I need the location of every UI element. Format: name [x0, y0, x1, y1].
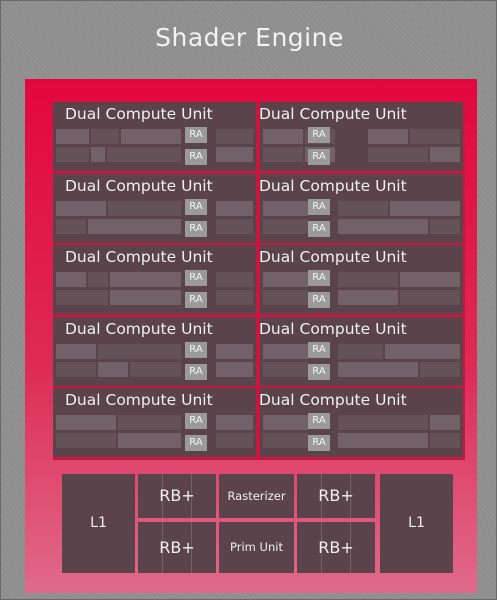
dual-compute-unit: Dual Compute Unit RA RA [53, 317, 256, 386]
cu-strip [56, 147, 253, 162]
dual-compute-unit: Dual Compute Unit RA RA [53, 102, 256, 171]
diagram-title: Shader Engine [155, 23, 344, 52]
ra-block: RA [185, 413, 207, 429]
ra-block: RA [308, 292, 330, 308]
cu-strip [56, 272, 253, 287]
dual-compute-unit-label: Dual Compute Unit [259, 320, 407, 338]
ra-block: RA [185, 221, 207, 237]
ra-block: RA [185, 292, 207, 308]
cu-strip [263, 219, 460, 234]
cu-strip [263, 272, 460, 287]
dual-compute-unit: Dual Compute Unit RA RA [259, 317, 463, 386]
cu-strip [263, 362, 460, 377]
ra-block: RA [308, 413, 330, 429]
ra-block: RA [185, 149, 207, 165]
dual-compute-unit: Dual Compute Unit RA RA [259, 174, 463, 243]
ra-block: RA [308, 342, 330, 358]
ra-block: RA [308, 435, 330, 451]
cu-strip [263, 415, 460, 430]
cu-strip [263, 147, 460, 162]
dual-compute-unit: Dual Compute Unit RA RA [53, 174, 256, 243]
render-backend-bottom-left: RB+ [138, 522, 216, 573]
dual-compute-unit: Dual Compute Unit RA RA [259, 102, 463, 171]
ra-block: RA [308, 221, 330, 237]
cu-strip [56, 433, 253, 448]
cu-strip [56, 219, 253, 234]
dual-compute-unit: Dual Compute Unit RA RA [259, 245, 463, 314]
ra-block: RA [185, 127, 207, 143]
dual-compute-unit-label: Dual Compute Unit [65, 177, 213, 195]
ra-block: RA [185, 342, 207, 358]
dual-compute-unit: Dual Compute Unit RA RA [53, 388, 256, 457]
cu-strip [263, 344, 460, 359]
cu-strip [56, 201, 253, 216]
render-backend-top-right: RB+ [297, 474, 375, 518]
ra-block: RA [185, 270, 207, 286]
ra-block: RA [308, 364, 330, 380]
cu-strip [263, 129, 460, 144]
prim-unit-block: Prim Unit [219, 522, 294, 573]
cu-strip [56, 362, 253, 377]
dual-compute-unit-label: Dual Compute Unit [65, 248, 213, 266]
l1-cache-left: L1 [62, 474, 135, 573]
ra-block: RA [185, 364, 207, 380]
dual-compute-unit-label: Dual Compute Unit [65, 320, 213, 338]
cu-strip [263, 433, 460, 448]
dual-compute-unit-label: Dual Compute Unit [65, 105, 213, 123]
cu-strip [56, 344, 253, 359]
ra-block: RA [185, 435, 207, 451]
cu-strip [263, 201, 460, 216]
ra-block: RA [308, 127, 330, 143]
dual-compute-unit: Dual Compute Unit RA RA [53, 245, 256, 314]
render-backend-bottom-right: RB+ [297, 522, 375, 573]
dual-compute-unit: Dual Compute Unit RA RA [259, 388, 463, 457]
ra-block: RA [308, 199, 330, 215]
ra-block: RA [308, 270, 330, 286]
dual-compute-unit-label: Dual Compute Unit [65, 391, 213, 409]
render-backend-top-left: RB+ [138, 474, 216, 518]
ra-block: RA [185, 199, 207, 215]
cu-strip [56, 415, 253, 430]
dual-compute-unit-label: Dual Compute Unit [259, 177, 407, 195]
dual-compute-unit-label: Dual Compute Unit [259, 391, 407, 409]
cu-strip [56, 290, 253, 305]
cu-strip [56, 129, 253, 144]
l1-cache-right: L1 [380, 474, 453, 573]
dual-compute-unit-label: Dual Compute Unit [259, 105, 407, 123]
compute-unit-grid: Dual Compute Unit RA RA Dual Compute Uni… [53, 102, 465, 460]
dual-compute-unit-label: Dual Compute Unit [259, 248, 407, 266]
rasterizer-block: Rasterizer [219, 474, 294, 518]
ra-block: RA [308, 149, 330, 165]
cu-strip [263, 290, 460, 305]
